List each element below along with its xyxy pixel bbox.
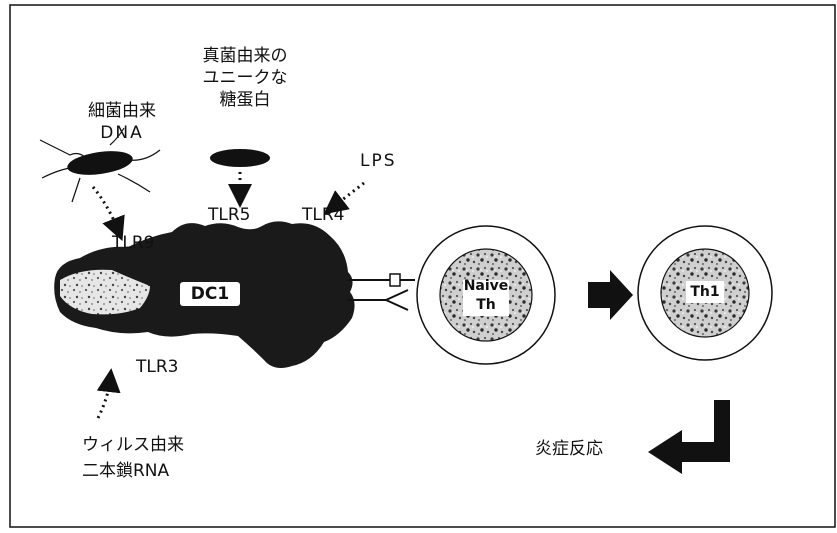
tlr9-label: TLR9 [112, 232, 154, 254]
fungal-line1: 真菌由来の [190, 45, 300, 67]
bacterial-dna-line2: DNA [74, 122, 170, 144]
fungal-line3: 糖蛋白 [190, 89, 300, 111]
arrow-dna-to-tlr9 [93, 187, 118, 230]
glycoprotein-icon [210, 149, 270, 167]
tlr5-label: TLR5 [208, 204, 250, 226]
fungal-line2: ユニークな [190, 67, 300, 89]
naive-th-line2: Th [458, 296, 514, 315]
arrow-rna-to-tlr3 [98, 380, 110, 418]
lps-label: LPS [360, 150, 397, 172]
tlr3-label: TLR3 [136, 356, 178, 378]
tlr4-label: TLR4 [302, 204, 344, 226]
dc1-label: DC1 [180, 283, 240, 305]
viral-rna-line1: ウィルス由来 [82, 432, 184, 458]
inflammation-label: 炎症反応 [535, 438, 603, 460]
viral-rna-label: ウィルス由来 二本鎖RNA [82, 432, 184, 484]
th1-label: Th1 [684, 281, 726, 303]
bacterial-dna-line1: 細菌由来 [74, 100, 170, 122]
viral-rna-line2: 二本鎖RNA [82, 458, 184, 484]
synapse-connector [348, 274, 415, 310]
inflammation-arrow [648, 400, 730, 474]
fungal-glycoprotein-label: 真菌由来の ユニークな 糖蛋白 [190, 45, 300, 111]
naive-th-label: Naive Th [458, 277, 514, 315]
naive-th-line1: Naive [458, 277, 514, 296]
differentiation-arrow [588, 270, 633, 320]
bacterial-dna-label: 細菌由来 DNA [74, 100, 170, 144]
